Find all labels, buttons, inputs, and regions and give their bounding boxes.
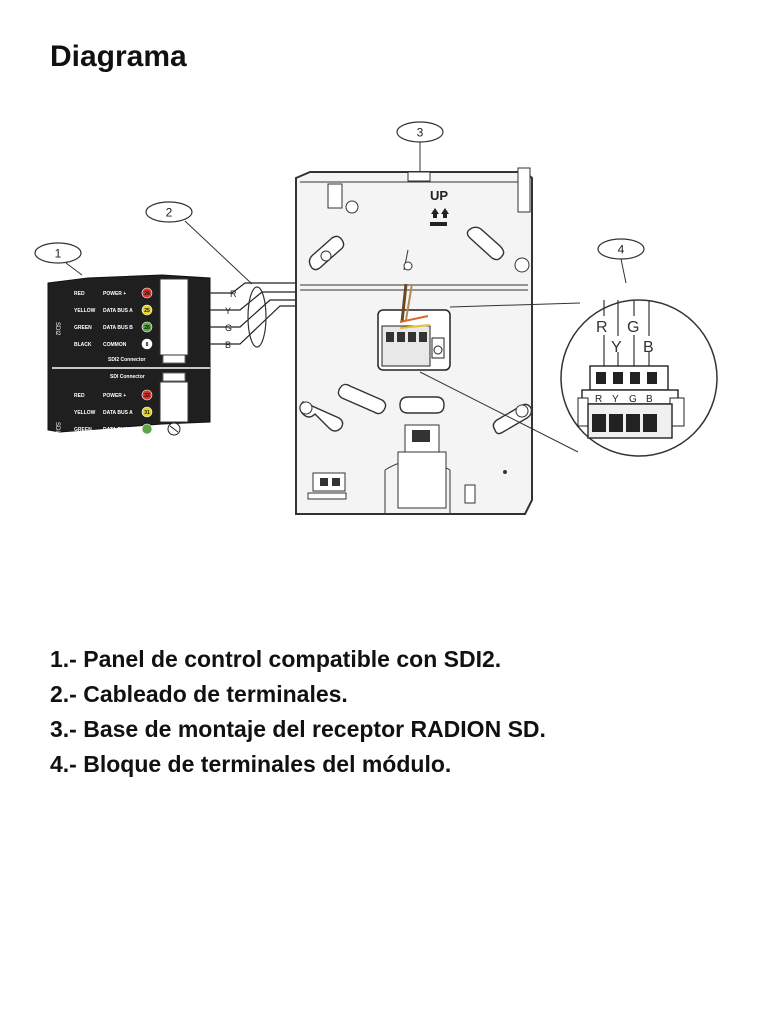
svg-text:SDI2 Connector: SDI2 Connector — [108, 357, 146, 363]
svg-text:4: 4 — [618, 243, 625, 257]
sdi2-terminal-number: 26 — [144, 291, 150, 297]
sdi-screw-slot — [169, 425, 179, 433]
callout-1: 1 — [34, 242, 83, 276]
sdi-terminal-badge — [141, 389, 153, 401]
sdi2-terminal-badge — [141, 321, 153, 333]
sdi2-wire-label: YELLOW — [74, 308, 96, 314]
svg-text:3: 3 — [417, 126, 424, 140]
svg-text:B: B — [225, 340, 231, 350]
sdi2-signal-label: DATA BUS B — [103, 325, 133, 331]
sdi2-signal-label: COMMON — [103, 342, 127, 348]
svg-text:1: 1 — [55, 247, 62, 261]
page-title: Diagrama — [50, 40, 187, 73]
sdi2-terminal-badge — [141, 304, 153, 316]
sdi2-terminal-badge — [141, 287, 153, 299]
sdi2-terminal-badge — [141, 338, 153, 350]
callout-2: 2 — [145, 201, 253, 285]
svg-text:Y: Y — [611, 339, 622, 356]
svg-text:B: B — [646, 394, 653, 405]
svg-text:R: R — [230, 289, 237, 299]
sdi2-wire-label: GREEN — [74, 325, 92, 331]
sdi2-terminal-number: 25 — [144, 308, 150, 314]
svg-text:UP: UP — [430, 188, 448, 203]
callout-3: 3 — [396, 121, 444, 175]
module-terminal-block: R G Y B R Y G B — [560, 299, 718, 457]
mounting-base: UP — [295, 167, 533, 515]
sdi-wire-label: GREEN — [74, 427, 92, 433]
sdi2-wire-label: RED — [74, 291, 85, 297]
svg-text:SDI Connector: SDI Connector — [110, 374, 145, 380]
sdi-terminal-badge — [141, 423, 153, 435]
sdi-wire-label: YELLOW — [74, 410, 96, 416]
legend-item-4: 4.- Bloque de terminales del módulo. — [50, 751, 452, 777]
legend-item-2: 2.- Cableado de terminales. — [50, 681, 348, 707]
svg-text:R: R — [595, 394, 602, 405]
legend-list: 1.- Panel de control compatible con SDI2… — [50, 642, 546, 782]
sdi2-signal-label: POWER + — [103, 291, 126, 297]
sdi2-signal-label: DATA BUS A — [103, 308, 133, 314]
svg-text:G: G — [629, 394, 637, 405]
legend-item-1: 1.- Panel de control compatible con SDI2… — [50, 646, 502, 672]
sdi2-wire-label: BLACK — [74, 342, 92, 348]
svg-text:2: 2 — [166, 206, 173, 220]
svg-text:Y: Y — [225, 306, 231, 316]
sdi-terminal-number: 32 — [144, 393, 150, 399]
svg-text:G: G — [225, 323, 232, 333]
svg-text:B: B — [643, 339, 654, 356]
sdi-terminal-badge — [141, 406, 153, 418]
svg-text:SDI: SDI — [54, 422, 60, 432]
callout-4: 4 — [597, 238, 645, 284]
sdi-signal-label: POWER + — [103, 393, 126, 399]
svg-text:G: G — [627, 319, 639, 336]
sdi-terminal-number: 31 — [144, 410, 150, 416]
svg-text:Y: Y — [612, 394, 619, 405]
sdi2-terminal-number: 28 — [144, 325, 150, 331]
svg-text:SDI2: SDI2 — [54, 322, 60, 336]
sdi2-terminal-number: 8 — [146, 342, 149, 348]
svg-text:R: R — [596, 319, 608, 336]
sdi-signal-label: DATA BUS A — [103, 410, 133, 416]
sdi-signal-label: DATA BUS B — [103, 427, 133, 433]
legend-item-3: 3.- Base de montaje del receptor RADION … — [50, 716, 546, 742]
sdi-wire-label: RED — [74, 393, 85, 399]
